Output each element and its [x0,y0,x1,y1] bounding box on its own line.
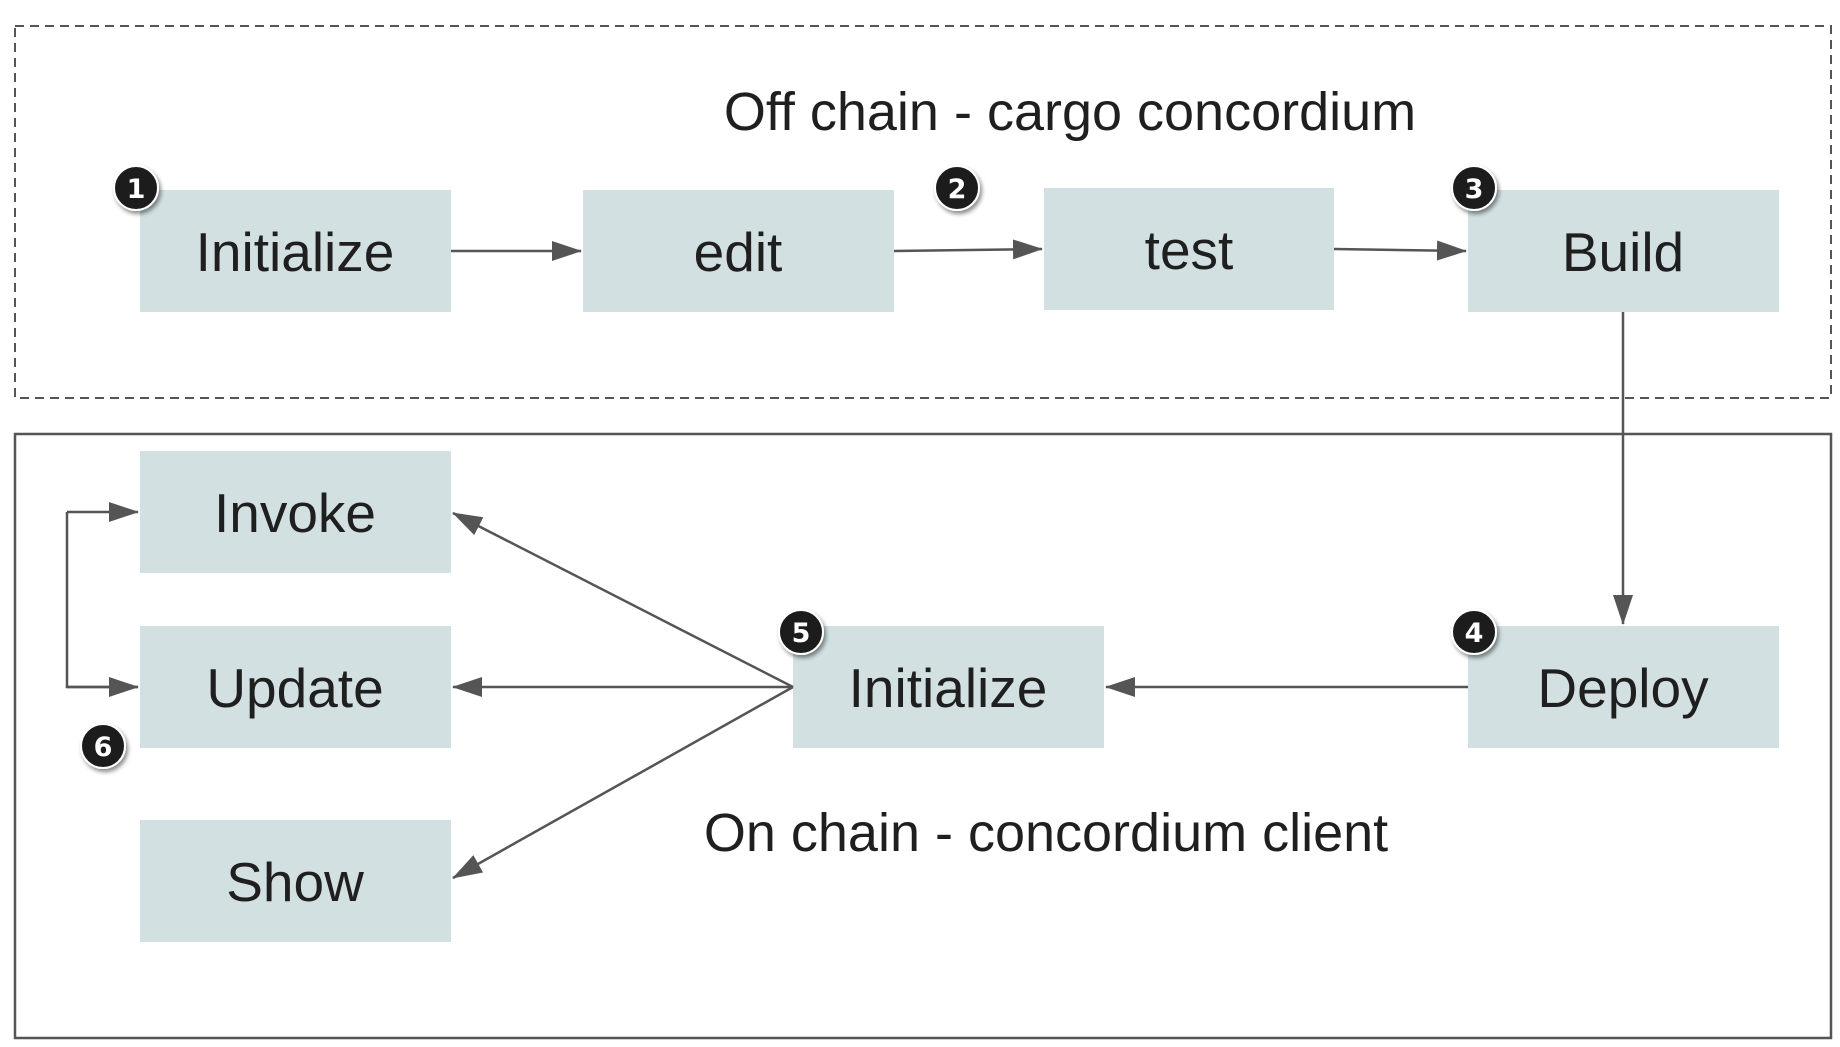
arrows [65,239,1633,880]
step-build: Build [1468,190,1779,312]
step-box [583,190,894,312]
off-chain-group [14,25,1832,399]
badge-4: 4 [1451,609,1497,655]
step-initialize-off-chain: Initialize [140,190,451,312]
badge-circle [1451,165,1497,211]
badge-2: 2 [934,165,980,211]
arrow-edit-to-test [893,239,1043,260]
badge-circle [934,165,980,211]
badge-number: 1 [127,174,146,205]
step-label: Show [226,851,364,913]
step-box [140,820,451,942]
step-label: Update [206,657,383,719]
arrow-initialize-to-show [452,685,794,880]
badge-number: 6 [94,732,113,763]
arrow-update-loop-to-invoke [65,512,138,689]
badge-3: 3 [1451,165,1497,211]
on-chain-group [13,432,1833,1040]
badge-number: 5 [792,618,811,649]
step-deploy: Deploy [1468,626,1779,748]
step-invoke: Invoke [140,451,451,573]
off-chain-title: Off chain - cargo concordium [724,82,1416,142]
step-box [140,626,451,748]
step-box [793,626,1104,748]
step-box [1468,626,1779,748]
badge-circle [1451,609,1497,655]
step-box [140,190,451,312]
step-test: test [1044,188,1334,310]
badge-number: 2 [948,174,967,205]
step-edit: edit [583,190,894,312]
badge-5: 5 [778,609,824,655]
step-label: edit [694,221,783,283]
badge-1: 1 [113,165,159,211]
step-show: Show [140,820,451,942]
badge-circle [778,609,824,655]
step-label: Initialize [849,657,1048,719]
step-initialize-on-chain: Initialize [793,626,1104,748]
step-box [1468,190,1779,312]
step-label: test [1145,219,1234,281]
badge-number: 3 [1465,174,1484,205]
step-label: Initialize [196,221,395,283]
step-label: Invoke [214,482,376,544]
step-box [1044,188,1334,310]
badge-number: 4 [1465,618,1484,649]
badge-circle [113,165,159,211]
step-label: Deploy [1537,657,1709,719]
arrow-test-to-build [1333,240,1467,261]
step-box [140,451,451,573]
on-chain-title: On chain - concordium client [704,803,1388,863]
arrow-initialize-to-invoke [452,511,794,689]
badge-circle [80,723,126,769]
step-label: Build [1562,221,1684,283]
step-update: Update [140,626,451,748]
badge-6: 6 [80,723,126,769]
